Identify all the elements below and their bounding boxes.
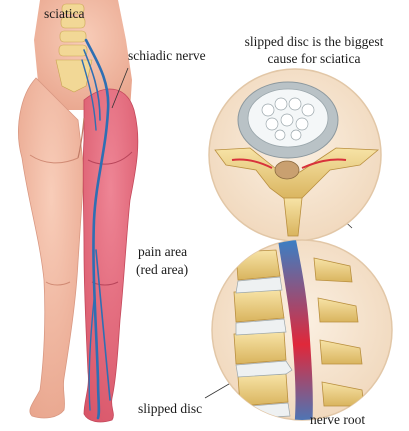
label-sciatica: sciatica (44, 6, 84, 22)
body-figure (18, 0, 137, 422)
vertebra-4 (238, 374, 288, 406)
label-caption-line1: slipped disc is the biggest (222, 34, 406, 50)
label-nerve-root: nerve root (310, 412, 365, 428)
left-leg (18, 78, 84, 418)
vertebra-2 (234, 290, 284, 322)
disc-cross-section-inset (209, 69, 381, 241)
label-pain-area-line1: pain area (138, 244, 187, 260)
vertebra-1 (236, 250, 280, 280)
right-leg-pain-area (83, 89, 138, 422)
label-caption-line2: cause for sciatica (222, 51, 406, 67)
label-pain-area-line2: (red area) (136, 262, 188, 278)
herniation (275, 161, 299, 179)
label-slipped-disc: slipped disc (138, 401, 202, 417)
spine-side-inset (212, 240, 392, 430)
vertebra-3 (234, 332, 286, 364)
disc-4 (240, 403, 290, 419)
label-schiadic-nerve: schiadic nerve (128, 48, 206, 64)
